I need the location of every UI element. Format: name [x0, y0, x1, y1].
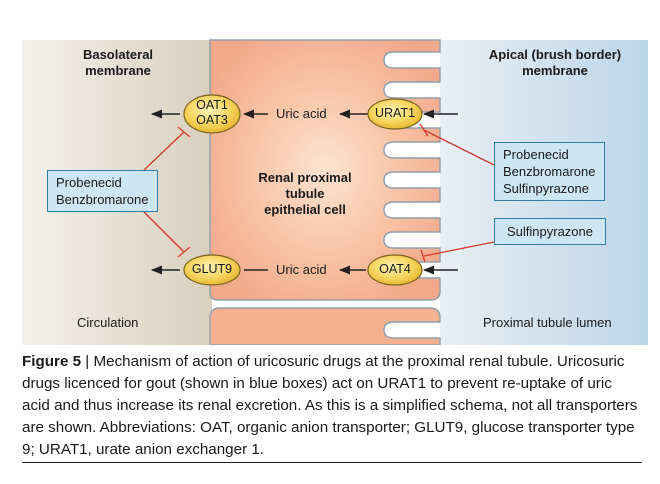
drug-box-probenecid-benzbromarone-left: Probenecid Benzbromarone: [47, 170, 158, 212]
transporter-glut9-label: GLUT9: [191, 262, 233, 276]
figure-number: Figure 5: [22, 353, 82, 370]
apical-membrane-label: Apical (brush border) membrane: [488, 47, 622, 78]
circulation-label: Circulation: [77, 315, 139, 330]
drug-box-urat1-inhibitors: Probenecid Benzbromarone Sulfinpyrazone: [494, 142, 605, 201]
neighbour-cell-bottom: [209, 307, 441, 345]
transporter-oat1-oat3-label: OAT1 OAT3: [196, 98, 228, 127]
caption-text: Mechanism of action of uricosuric drugs …: [22, 353, 638, 458]
renal-cell-label: Renal proximal tubule epithelial cell: [258, 170, 352, 217]
figure-caption: Figure 5 | Mechanism of action of uricos…: [22, 351, 642, 461]
uric-acid-label-bottom: Uric acid: [276, 262, 327, 277]
inhibition-lines: [143, 123, 495, 263]
uric-acid-label-top: Uric acid: [276, 106, 327, 121]
transporter-urat1: [367, 98, 423, 130]
caption-separator: |: [81, 353, 94, 370]
transporter-glut9: [183, 254, 241, 286]
lumen-label: Proximal tubule lumen: [483, 315, 612, 330]
caption-divider: [22, 462, 642, 463]
drug-box-sulfinpyrazone: Sulfinpyrazone: [494, 218, 606, 245]
transporter-oat4-label: OAT4: [379, 262, 411, 276]
transporter-urat1-label: URAT1: [374, 106, 416, 120]
basolateral-membrane-label: Basolateral membrane: [82, 47, 154, 78]
transporter-oat1-oat3: [183, 94, 241, 134]
transporter-oat4: [367, 254, 423, 286]
